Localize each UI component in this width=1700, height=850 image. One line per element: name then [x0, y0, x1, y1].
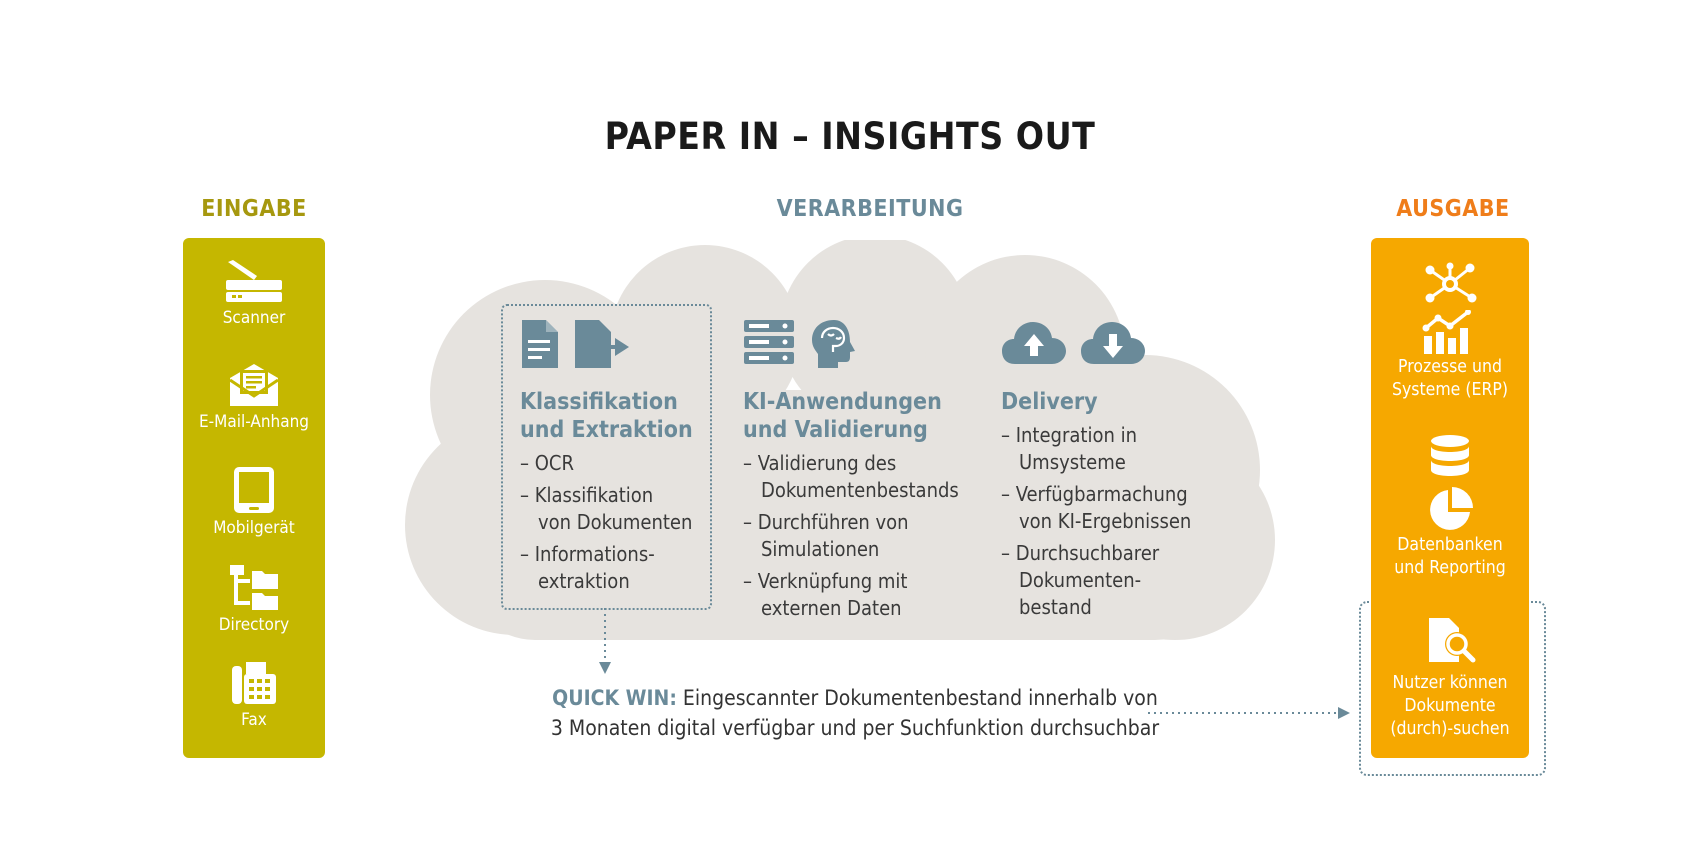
column-header-input: EINGABE	[201, 196, 307, 222]
arrow-head-right	[1338, 707, 1350, 719]
tablet-icon	[234, 467, 274, 513]
quick-win-text: QUICK WIN: Eingescannter Dokumentenbesta…	[510, 683, 1200, 743]
database-icon	[1431, 435, 1469, 476]
input-item-email: E-Mail-Anhang	[183, 362, 325, 432]
quick-win-label: QUICK WIN:	[552, 686, 677, 710]
scanner-icon	[226, 260, 282, 302]
cloud-download-icon	[1080, 322, 1145, 364]
input-panel: Scanner E-Mail-Anhang Mobilgerät	[183, 238, 325, 758]
processing-title: Delivery	[1001, 389, 1098, 415]
output-item-label: Nutzer können	[1392, 673, 1508, 693]
output-item-label: und Reporting	[1394, 558, 1506, 578]
page-title: PAPER IN – INSIGHTS OUT	[604, 115, 1096, 158]
network-icon	[1425, 262, 1477, 303]
output-item-label: (durch)-suchen	[1390, 719, 1510, 739]
processing-icons	[520, 318, 710, 374]
document-icon	[522, 320, 558, 368]
input-item-mobile: Mobilgerät	[183, 466, 325, 538]
brain-head-icon	[811, 320, 855, 368]
input-item-fax: Fax	[183, 660, 325, 730]
quick-win-line1: Eingescannter Dokumentenbestand innerhal…	[682, 686, 1158, 710]
output-panel: Prozesse und Systeme (ERP) Datenbanken u…	[1371, 238, 1529, 758]
output-item-database: Datenbanken und Reporting	[1371, 434, 1529, 580]
processing-icons	[743, 318, 973, 374]
output-item-search: Nutzer können Dokumente (durch)-suchen	[1371, 616, 1529, 741]
processing-icons	[1001, 318, 1211, 374]
column-header-processing: VERARBEITUNG	[776, 196, 964, 222]
input-item-label: Directory	[218, 615, 290, 635]
output-item-erp: Prozesse und Systeme (ERP)	[1371, 262, 1529, 402]
column-header-output: AUSGABE	[1396, 196, 1510, 222]
input-item-scanner: Scanner	[183, 260, 325, 328]
input-item-label: Mobilgerät	[213, 518, 295, 538]
document-search-icon	[1429, 618, 1476, 663]
directory-icon	[230, 565, 278, 610]
input-item-label: Fax	[241, 710, 267, 730]
document-export-icon	[574, 320, 629, 368]
bar-chart-icon	[1422, 310, 1471, 354]
output-item-label: Prozesse und	[1398, 357, 1502, 377]
input-item-label: Scanner	[222, 308, 286, 328]
output-item-label: Systeme (ERP)	[1391, 380, 1509, 400]
list-item: OCR	[520, 450, 710, 477]
input-item-label: E-Mail-Anhang	[198, 412, 310, 432]
cloud-upload-icon	[1002, 322, 1066, 364]
input-item-directory: Directory	[183, 563, 325, 635]
arrow-head-down	[599, 662, 611, 674]
fax-icon	[232, 662, 276, 704]
classification-highlight-box	[501, 304, 712, 610]
output-item-label: Datenbanken	[1397, 535, 1503, 555]
email-attachment-icon	[229, 364, 279, 406]
output-item-label: Dokumente	[1404, 696, 1496, 716]
list-item: Informations-extraktion	[520, 541, 710, 595]
pie-chart-icon	[1430, 487, 1473, 530]
server-icon	[744, 320, 794, 364]
quick-win-line2: 3 Monaten digital verfügbar und per Such…	[550, 716, 1160, 740]
